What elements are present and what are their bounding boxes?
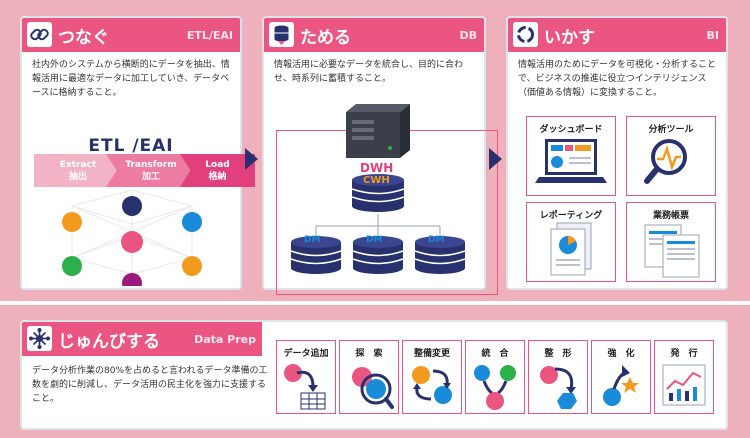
dwh-database-icon [351, 174, 405, 212]
prep-tile-modify: 整備変更 [402, 340, 462, 414]
dm-database-icon [290, 236, 342, 274]
transform-step-ja: 加工 [141, 172, 160, 182]
server-icon [346, 104, 410, 158]
network-hub-icon [27, 326, 52, 351]
db-description: 情報活用に必要なデータを統合し、目的に合わせ、時系列に蓄積すること。 [274, 60, 464, 84]
bi-title: いかす [544, 28, 595, 48]
transform-step-en: Transform [125, 160, 177, 170]
db-card: ためる DB 情報活用に必要なデータを統合し、目的に合わせ、時系列に蓄積すること… [262, 16, 498, 295]
prep-tile-label: 探 索 [355, 349, 383, 359]
prep-description: データ分析作業の80%を占めると言われるデータ準備の工数を劇的に削減し、データ活… [32, 366, 268, 404]
magnifier-chart-icon [644, 139, 687, 184]
extract-step: Extract 抽出 [34, 154, 122, 187]
prep-tile-integrate: 統 合 [465, 340, 525, 414]
business-form-tile-label: 業務帳票 [652, 211, 689, 221]
prep-tile-label: 整 形 [544, 349, 572, 359]
network-node [122, 273, 142, 286]
etl-network-diagram [62, 189, 202, 286]
extract-step-ja: 抽出 [68, 172, 87, 182]
db-title: ためる [300, 28, 351, 48]
modify-icon [412, 366, 452, 404]
etl-tag: ETL/EAI [186, 29, 233, 42]
publish-chart-icon [662, 364, 706, 406]
prep-tag: Data Prep [194, 333, 256, 346]
bi-card: いかす BI 情報活用のためにデータを可視化・分析することで、ビジネスの推進に役… [506, 16, 728, 290]
etl-card: つなぐ ETL/EAI 社内外のシステムから横断的にデータを抽出、情報活用に最適… [20, 16, 255, 290]
bi-card-header: いかす BI [508, 18, 726, 52]
laptop-dashboard-icon [535, 139, 607, 183]
arrow-right-icon [245, 148, 258, 170]
db-card-header: ためる DB [264, 18, 484, 52]
prep-tile-label: 統 合 [481, 349, 509, 359]
network-node [62, 256, 82, 276]
section-divider [0, 301, 750, 305]
prep-title: じゅんびする [58, 332, 160, 352]
cwh-label: CWH [363, 175, 390, 186]
reporting-tile-label: レポーティング [539, 211, 603, 221]
integrate-icon [474, 365, 516, 410]
prep-tile-shape: 整 形 [528, 340, 588, 414]
add-data-icon [284, 364, 326, 410]
bi-tag: BI [706, 29, 719, 42]
enhance-icon [603, 365, 639, 406]
cycle-icon [513, 22, 538, 47]
explore-icon [352, 367, 394, 409]
reporting-tile: レポーティング [526, 202, 616, 282]
dm-label: DM [428, 235, 445, 245]
network-node [62, 212, 82, 232]
etl-card-header: つなぐ ETL/EAI [22, 18, 240, 52]
business-form-tile: 業務帳票 [626, 202, 716, 282]
prep-tile-label: 発 行 [670, 349, 698, 359]
dwh-label: DWH [360, 161, 394, 175]
report-document-icon [550, 222, 592, 276]
prep-tile-explore: 探 索 [339, 340, 399, 414]
dashboard-tile: ダッシュボード [526, 116, 616, 196]
etl-diagram-title: ETL /EAI [88, 136, 174, 156]
transform-step: Transform 加工 [106, 154, 196, 187]
extract-step-en: Extract [59, 160, 97, 170]
dm-database-icon [414, 236, 466, 274]
form-document-icon [644, 224, 700, 278]
arrow-right-icon [489, 148, 502, 170]
etl-title: つなぐ [58, 28, 109, 48]
etl-description: 社内外のシステムから横断的にデータを抽出、情報活用に最適なデータに加工していき、… [32, 60, 230, 98]
network-node [122, 196, 142, 216]
shape-icon [540, 366, 577, 409]
dm-label: DM [304, 235, 321, 245]
link-icon [27, 22, 52, 47]
analysis-tool-tile: 分析ツール [626, 116, 716, 196]
analysis-tool-tile-label: 分析ツール [648, 125, 694, 135]
dm-database-icon [352, 236, 404, 274]
prep-tile-enhance: 強 化 [591, 340, 651, 414]
prep-tile-label: 整備変更 [413, 349, 450, 359]
load-step-ja: 格納 [208, 172, 227, 182]
prep-card-header: じゅんびする Data Prep [22, 322, 262, 356]
prep-tile-add-data: データ追加 [276, 340, 336, 414]
dashboard-tile-label: ダッシュボード [539, 125, 603, 135]
prep-tile-label: データ追加 [283, 349, 329, 359]
bi-description: 情報活用のためにデータを可視化・分析することで、ビジネスの推進に役立つインテリジ… [518, 60, 717, 98]
prep-tile-label: 強 化 [607, 349, 635, 359]
load-step-en: Load [205, 160, 230, 170]
prep-tile-publish: 発 行 [654, 340, 714, 414]
dm-label: DM [366, 235, 383, 245]
db-tag: DB [459, 29, 477, 42]
network-node [182, 212, 202, 232]
load-step: Load 格納 [180, 154, 255, 187]
network-node [182, 256, 202, 276]
network-node [121, 231, 143, 253]
database-icon [269, 22, 294, 47]
